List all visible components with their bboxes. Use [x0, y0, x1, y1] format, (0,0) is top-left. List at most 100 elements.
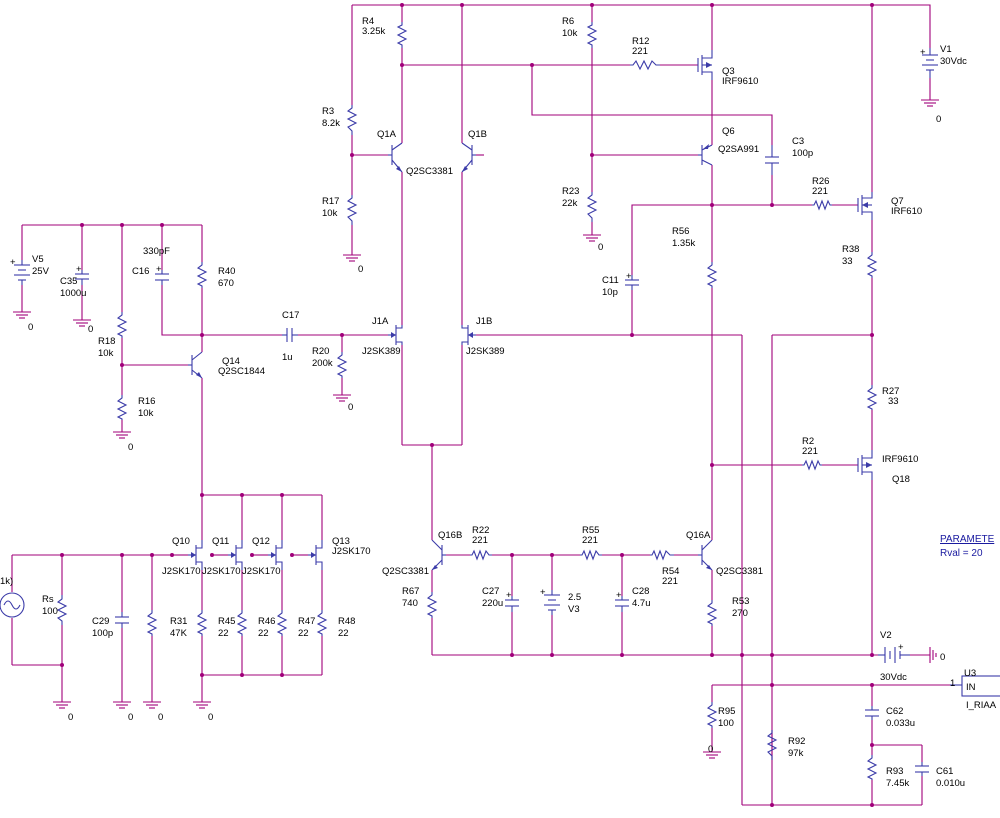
label-q14: Q14: [222, 356, 240, 367]
label-c61v: 0.010u: [936, 778, 965, 789]
label-r22: R22: [472, 525, 489, 536]
battery-v1: +: [920, 47, 938, 78]
resistor-r40: [196, 262, 208, 288]
resistor-r22: [470, 549, 492, 561]
label-r92v: 97k: [788, 748, 804, 759]
label-r55v: 221: [582, 535, 598, 546]
svg-text:+: +: [616, 590, 622, 601]
resistor-r95: [706, 702, 718, 728]
label-r17v: 10k: [322, 208, 338, 219]
label-r20v: 200k: [312, 358, 333, 369]
label-r3v: 8.2k: [322, 118, 340, 129]
label-q18: Q18: [892, 474, 910, 485]
label-r54: R54: [662, 566, 679, 577]
label-r12v: 221: [632, 46, 648, 57]
label-q6v: Q2SA991: [718, 144, 759, 155]
label-r31v: 47K: [170, 628, 188, 639]
label-c35: C35: [60, 276, 77, 287]
label-q18v: IRF9610: [882, 454, 918, 465]
label-rs: Rs: [42, 594, 54, 605]
jfet-q11: [228, 540, 243, 570]
label-q3: Q3: [722, 66, 735, 77]
label-q16b: Q16B: [438, 530, 462, 541]
label-c11v: 10p: [602, 287, 618, 298]
label-r93: R93: [886, 766, 903, 777]
label-c17v: 1u: [282, 352, 293, 363]
label-q12v: J2SK170: [242, 566, 281, 577]
resistor-r54: [650, 549, 674, 561]
label-r12: R12: [632, 36, 649, 47]
mosfet-q18: [857, 450, 873, 480]
label-r46v: 22: [258, 628, 269, 639]
label-q1v: Q2SC3381: [406, 166, 453, 177]
label-v1v: 30Vdc: [940, 56, 967, 67]
label-r4v: 3.25k: [362, 26, 385, 37]
label-src: 1k): [0, 576, 13, 587]
grounds: [12, 99, 940, 759]
svg-text:+: +: [540, 587, 546, 598]
label-v2g: 0: [940, 652, 945, 663]
label-v1: V1: [940, 44, 952, 55]
label-c16: C16: [132, 266, 149, 277]
label-j1bv: J2SK389: [466, 346, 505, 357]
label-r53v: 270: [732, 608, 748, 619]
label-r31g: 0: [158, 712, 163, 723]
label-r23: R23: [562, 186, 579, 197]
label-r92: R92: [788, 736, 805, 747]
label-c27v: 220u: [482, 598, 503, 609]
resistor-r92: [766, 730, 778, 760]
label-q16av: Q2SC3381: [716, 566, 763, 577]
resistor-r16: [116, 395, 128, 420]
label-v2v: 30Vdc: [880, 672, 907, 683]
resistor-r23: [586, 192, 598, 222]
label-r18v: 10k: [98, 348, 114, 359]
capacitor-c17: [282, 328, 298, 342]
label-r22v: 221: [472, 535, 488, 546]
bjt-q1b: [461, 142, 476, 173]
label-r38: R38: [842, 244, 859, 255]
label-v5v: 25V: [32, 266, 50, 277]
label-q6: Q6: [722, 126, 735, 137]
label-v3: V3: [568, 604, 580, 615]
label-c28: C28: [632, 586, 649, 597]
resistor-r48: [316, 610, 328, 636]
resistor-r18: [116, 312, 128, 338]
label-q13: Q13: [332, 536, 350, 547]
label-c35v: 1000u: [60, 288, 86, 299]
label-u3: U3: [964, 668, 976, 679]
label-r67v: 740: [402, 598, 418, 609]
label-r56: R56: [672, 226, 689, 237]
mosfet-q3: [697, 50, 713, 80]
resistor-r55: [580, 549, 602, 561]
label-r3: R3: [322, 106, 334, 117]
resistor-r6: [586, 22, 598, 48]
label-rval: Rval = 20: [940, 548, 983, 559]
resistor-r53: [706, 600, 718, 626]
resistor-r56: [706, 262, 718, 288]
resistor-r38: [866, 252, 878, 278]
label-r56v: 1.35k: [672, 238, 695, 249]
label-r16g: 0: [128, 442, 133, 453]
label-r95g: 0: [708, 744, 713, 755]
resistor-r26: [812, 199, 832, 211]
label-r16v: 10k: [138, 408, 154, 419]
jfet-q12: [268, 540, 283, 570]
capacitor-c62: [865, 706, 879, 720]
label-r45: R45: [218, 616, 235, 627]
label-r17: R17: [322, 196, 339, 207]
capacitor-c16: +: [155, 264, 169, 285]
label-c62v: 0.033u: [886, 718, 915, 729]
label-u3in: IN: [966, 682, 976, 693]
label-c16v: 330pF: [143, 246, 170, 257]
label-r47: R47: [298, 616, 315, 627]
label-q1a: Q1A: [377, 129, 397, 140]
label-r2: R2: [802, 436, 814, 447]
resistor-r2: [802, 459, 822, 471]
jfet-q13: [308, 540, 323, 570]
label-q7: Q7: [891, 196, 904, 207]
label-q7v: IRF610: [891, 206, 922, 217]
label-r6: R6: [562, 16, 574, 27]
label-param: PARAMETE: [940, 534, 995, 545]
label-rsv: 100: [42, 606, 58, 617]
